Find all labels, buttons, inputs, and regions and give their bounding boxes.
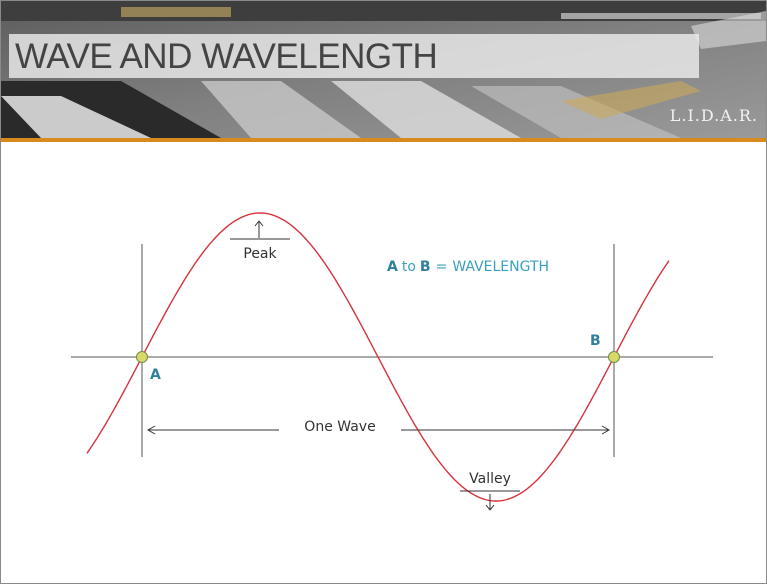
- legend-equals: =: [436, 259, 448, 275]
- legend-to: to: [402, 259, 416, 275]
- point-b-label: B: [590, 333, 601, 349]
- point-b-marker: [608, 351, 620, 363]
- valley-label: Valley: [469, 471, 511, 487]
- legend-b: B: [420, 259, 431, 275]
- sine-wave: [86, 212, 670, 502]
- peak-label: Peak: [243, 246, 277, 262]
- peak-arrow-icon: [254, 220, 264, 227]
- brand-logo-text: L.I.D.A.R.: [669, 106, 758, 125]
- one-wave-label: One Wave: [304, 419, 375, 435]
- legend-a: A: [387, 259, 398, 275]
- title-bar: [9, 34, 699, 78]
- arrow-left-icon: [146, 425, 156, 435]
- arrow-right-icon: [601, 425, 611, 435]
- header-banner: WAVE AND WAVELENGTH L.I.D.A.R.: [1, 1, 766, 138]
- page-title: WAVE AND WAVELENGTH: [15, 37, 438, 76]
- accent-rule: [1, 138, 766, 142]
- point-a-marker: [136, 351, 148, 363]
- valley-arrow-icon: [485, 504, 495, 511]
- legend-term: WAVELENGTH: [452, 259, 549, 275]
- point-a-label: A: [150, 367, 161, 383]
